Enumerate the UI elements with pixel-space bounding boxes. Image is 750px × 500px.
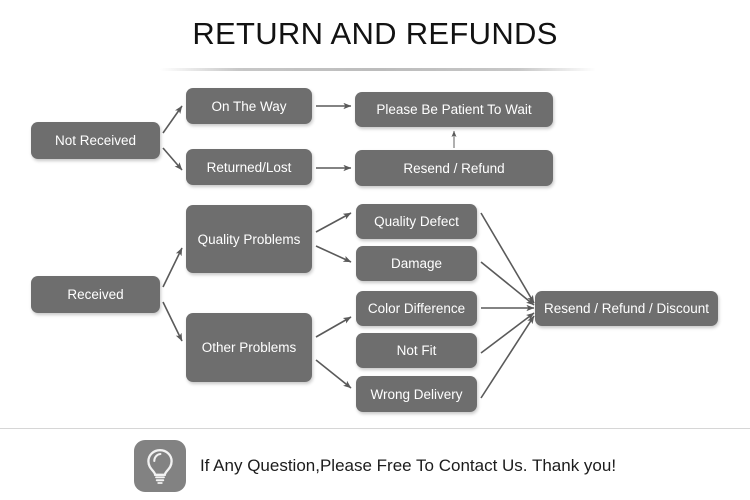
node-quality-defect[interactable]: Quality Defect (356, 204, 477, 239)
node-wrong-delivery[interactable]: Wrong Delivery (356, 376, 477, 412)
node-other-problems[interactable]: Other Problems (186, 313, 312, 382)
node-resend-refund[interactable]: Resend / Refund (355, 150, 553, 186)
footer: If Any Question,Please Free To Contact U… (0, 436, 750, 496)
node-damage[interactable]: Damage (356, 246, 477, 281)
node-resend-refund-discount[interactable]: Resend / Refund / Discount (535, 291, 718, 326)
lightbulb-icon (133, 440, 186, 492)
footer-divider (0, 428, 750, 429)
node-quality-problems[interactable]: Quality Problems (186, 205, 312, 273)
node-please-be-patient-to-wait[interactable]: Please Be Patient To Wait (355, 92, 553, 127)
title-divider (160, 68, 596, 71)
page-title: RETURN AND REFUNDS (192, 16, 558, 51)
node-not-received[interactable]: Not Received (31, 122, 160, 159)
node-received[interactable]: Received (31, 276, 160, 313)
node-on-the-way[interactable]: On The Way (186, 88, 312, 124)
node-not-fit[interactable]: Not Fit (356, 333, 477, 368)
node-color-difference[interactable]: Color Difference (356, 291, 477, 326)
node-returned-lost[interactable]: Returned/Lost (186, 149, 312, 185)
footer-text: If Any Question,Please Free To Contact U… (199, 456, 617, 475)
